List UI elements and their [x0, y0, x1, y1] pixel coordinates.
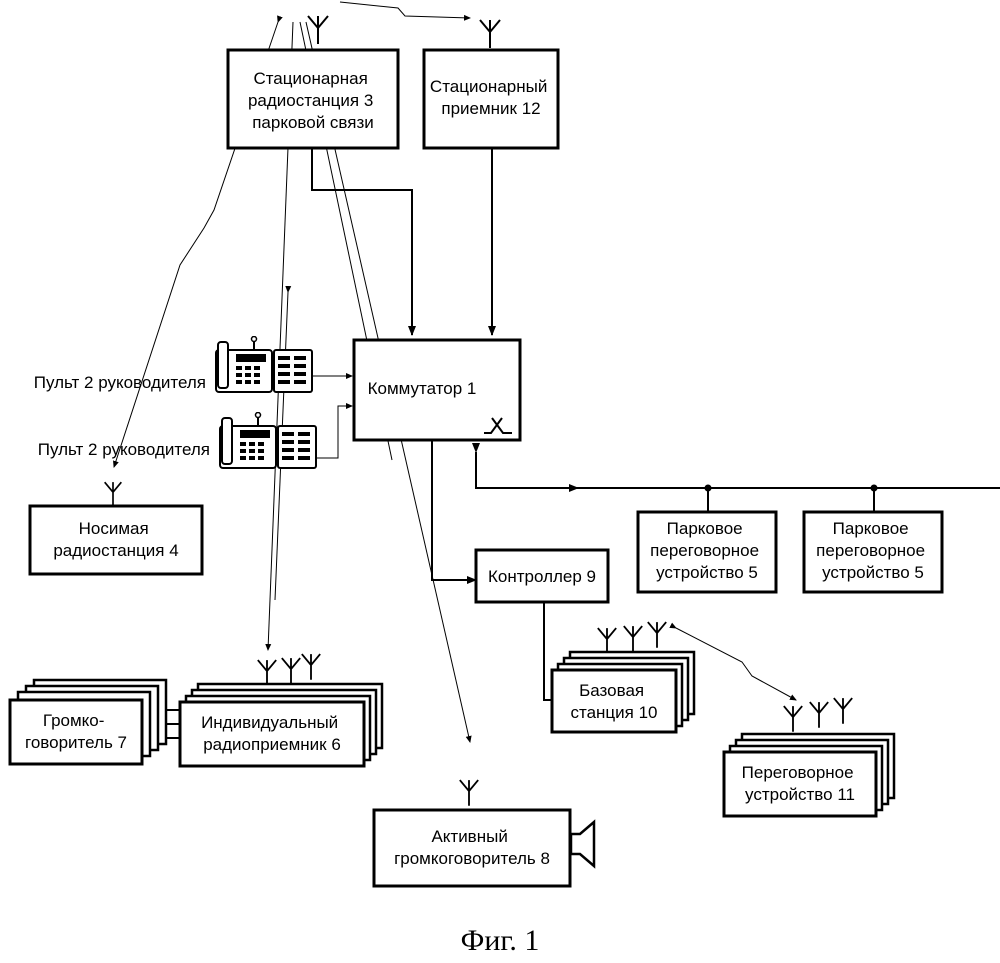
antenna-icon: [834, 698, 852, 724]
antenna-icon: [648, 622, 666, 648]
park-intercom-5a-line2: переговорное: [650, 541, 759, 560]
radio-station-3: Стационарная радиостанция 3 парковой свя…: [228, 50, 398, 148]
speaker-icon: [571, 822, 594, 866]
switch-1-label: Коммутатор 1: [368, 379, 477, 398]
receiver-12-line2: приемник 12: [441, 99, 540, 118]
radio-station-3-line3: парковой связи: [252, 113, 374, 132]
svg-text:Пульт 2 руководителя: Пульт 2 руководителя: [38, 440, 210, 459]
park-intercom-5b: Парковое переговорное устройство 5: [804, 512, 942, 592]
park-intercom-5b-line1: Парковое: [833, 519, 909, 538]
base-station-10-line2: станция 10: [570, 703, 657, 722]
active-loudspeaker-8-line2: громкоговоритель 8: [394, 849, 550, 868]
switch-1: Коммутатор 1: [354, 340, 520, 440]
console-2b-label: Пульт 2 руководителя: [38, 440, 210, 459]
portable-radio-4: Носимая радиостанция 4: [30, 506, 202, 574]
intercom-11-line1: Переговорное: [742, 763, 854, 782]
console-2a-label: Пульт 2 руководителя: [34, 373, 206, 392]
intercom-11-line2: устройство 11: [745, 785, 855, 804]
active-loudspeaker-8-line1: Активный: [431, 827, 507, 846]
telephone-icon: [216, 337, 312, 393]
svg-text:Парковое переговорное: Парковое переговорное устройство 5: [816, 519, 930, 582]
antenna-icon: [282, 658, 300, 684]
individual-receiver-6-line2: радиоприемник 6: [203, 735, 341, 754]
portable-radio-4-line2: радиостанция 4: [53, 541, 178, 560]
svg-text:Парковое переговорное: Парковое переговорное устройство 5: [650, 519, 764, 582]
antenna-icon: [105, 482, 122, 505]
telephone-icon: [220, 413, 316, 469]
controller-9: Контроллер 9: [476, 550, 608, 602]
park-intercom-5a-line1: Парковое: [667, 519, 743, 538]
controller-9-label: Контроллер 9: [488, 567, 596, 586]
antenna-icon: [784, 706, 802, 732]
antenna-icon: [302, 654, 320, 680]
svg-text:Пульт 2 руководителя: Пульт 2 руководителя: [34, 373, 206, 392]
antenna-icon: [258, 660, 276, 686]
svg-text:Стационарная радиостанци: Стационарная радиостанция 3 парковой свя…: [248, 69, 378, 132]
individual-receiver-6-line1: Индивидуальный: [201, 713, 338, 732]
antenna-icon: [460, 780, 478, 806]
antenna-icon: [810, 702, 828, 728]
individual-receiver-6: Индивидуальный радиоприемник 6: [180, 684, 382, 766]
receiver-12: Стационарный приемник 12: [424, 50, 558, 148]
park-intercom-5b-line3: устройство 5: [822, 563, 924, 582]
loudspeaker-7: Громко- говоритель 7: [10, 680, 166, 764]
antenna-icon: [308, 16, 328, 44]
svg-text:Контроллер 9: Контроллер 9: [488, 567, 596, 586]
base-station-10-line1: Базовая: [579, 681, 644, 700]
radio-station-3-line1: Стационарная: [253, 69, 367, 88]
radio-station-3-line2: радиостанция 3: [248, 91, 373, 110]
park-intercom-5a-line3: устройство 5: [656, 563, 758, 582]
console-2a: Пульт 2 руководителя: [34, 337, 312, 393]
antenna-icon: [598, 628, 616, 654]
antenna-icon: [480, 20, 500, 48]
intercom-11: Переговорное устройство 11: [724, 734, 894, 816]
loudspeaker-7-line1: Громко-: [43, 711, 105, 730]
active-loudspeaker-8: Активный громкоговоритель 8: [374, 810, 594, 886]
loudspeaker-7-line2: говоритель 7: [25, 733, 127, 752]
park-intercom-5a: Парковое переговорное устройство 5: [638, 512, 776, 592]
antenna-icon: [624, 626, 642, 652]
svg-text:Коммутатор 1: Коммутатор 1: [368, 379, 477, 398]
console-2b: Пульт 2 руководителя: [38, 413, 316, 469]
base-station-10: Базовая станция 10: [552, 652, 694, 732]
portable-radio-4-line1: Носимая: [79, 519, 149, 538]
figure-caption: Фиг. 1: [461, 924, 540, 957]
receiver-12-line1: Стационарный: [430, 77, 547, 96]
park-intercom-5b-line2: переговорное: [816, 541, 925, 560]
